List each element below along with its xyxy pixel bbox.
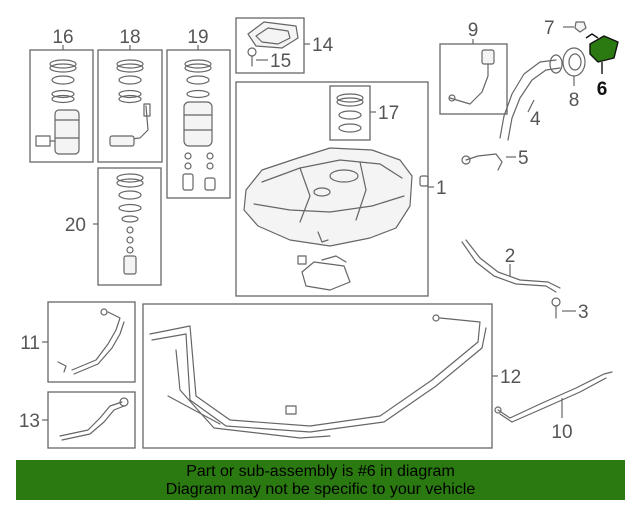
part-12-fuel-feed-pipe[interactable]: 12 — [142, 303, 521, 449]
part-6-fuel-door-highlighted[interactable]: 6 — [585, 33, 619, 100]
callout-19: 19 — [187, 27, 208, 48]
part-8-cap-ring[interactable]: 8 — [562, 47, 586, 111]
callout-17: 17 — [378, 103, 399, 124]
part-5-hose[interactable]: 5 — [461, 148, 529, 171]
callout-12: 12 — [500, 367, 521, 388]
part-17-seal-rings[interactable]: 17 — [329, 85, 399, 141]
parts-diagram: 16 18 19 — [19, 17, 619, 449]
callout-14: 14 — [312, 35, 334, 56]
callout-5: 5 — [518, 148, 529, 169]
info-banner: Part or sub-assembly is #6 in diagram Di… — [16, 460, 625, 500]
part-18-fuel-gauge-unit[interactable]: 18 — [97, 27, 163, 163]
part-2-tank-strap[interactable]: 2 — [461, 239, 561, 293]
part-9-vent-tube[interactable]: 9 — [439, 20, 508, 115]
callout-20: 20 — [65, 215, 86, 236]
part-11-fuel-line[interactable]: 11 — [20, 301, 136, 383]
callout-2: 2 — [505, 246, 516, 267]
callout-9: 9 — [468, 20, 479, 41]
banner-line-2: Diagram may not be specific to your vehi… — [165, 481, 476, 498]
part-10-vent-line[interactable]: 10 — [494, 371, 613, 443]
part-3-bolt[interactable]: 3 — [551, 297, 589, 323]
callout-8: 8 — [569, 90, 580, 111]
part-13-hose[interactable]: 13 — [19, 391, 136, 449]
part-1-fuel-tank[interactable]: 1 — [235, 81, 447, 297]
callout-4: 4 — [530, 109, 541, 130]
callout-15: 15 — [270, 51, 291, 72]
callout-10: 10 — [551, 422, 572, 443]
part-19-pump-sub-assembly[interactable]: 19 — [166, 27, 231, 199]
callout-16: 16 — [52, 27, 73, 48]
callout-1: 1 — [436, 178, 447, 199]
callout-18: 18 — [119, 27, 140, 48]
part-7-clip[interactable]: 7 — [544, 18, 587, 39]
callout-7: 7 — [544, 18, 555, 39]
part-15-bolt[interactable]: 15 — [247, 47, 291, 72]
callout-3: 3 — [578, 302, 589, 323]
part-20-filter-set[interactable]: 20 — [65, 167, 162, 286]
callout-11: 11 — [20, 333, 40, 354]
part-16-fuel-pump-module[interactable]: 16 — [29, 27, 94, 163]
part-14-cover-plate[interactable]: 14 — [235, 17, 334, 74]
banner-line-1: Part or sub-assembly is #6 in diagram — [186, 463, 455, 480]
callout-13: 13 — [19, 411, 40, 432]
callout-6: 6 — [597, 79, 608, 100]
part-4-filler-pipe[interactable]: 4 — [499, 54, 563, 141]
